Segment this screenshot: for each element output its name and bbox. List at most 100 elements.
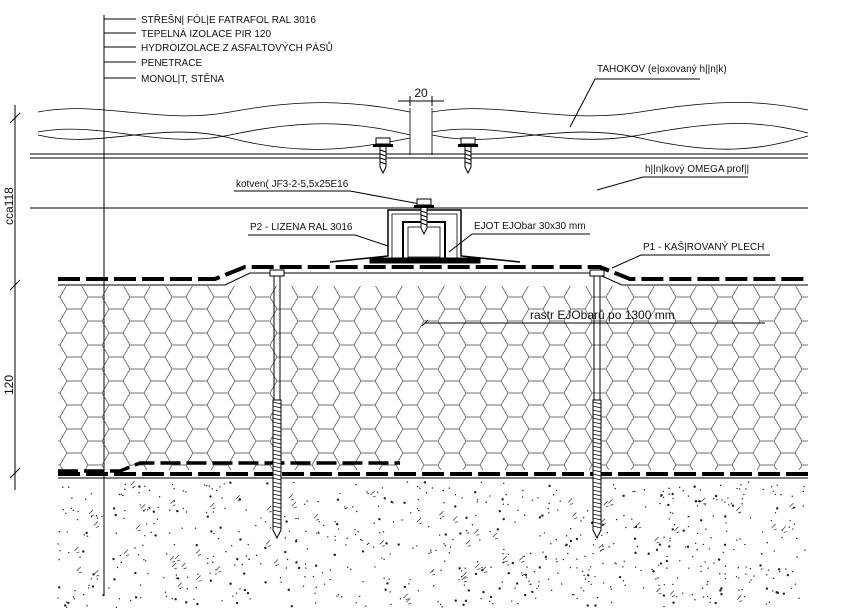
concrete-speck bbox=[165, 595, 168, 598]
concrete-speck bbox=[157, 506, 159, 509]
concrete-speck bbox=[780, 493, 782, 496]
concrete-speck bbox=[542, 551, 544, 553]
concrete-speck bbox=[777, 568, 781, 571]
concrete-speck bbox=[765, 587, 769, 590]
concrete-speck bbox=[465, 516, 468, 520]
concrete-speck bbox=[139, 584, 142, 586]
concrete-speck bbox=[743, 493, 745, 496]
concrete-speck bbox=[314, 592, 316, 594]
thread-line bbox=[592, 409, 602, 413]
concrete-speck bbox=[658, 584, 660, 587]
concrete-speck bbox=[657, 577, 659, 579]
concrete-speck bbox=[696, 549, 698, 551]
concrete-speck bbox=[403, 585, 407, 589]
concrete-speck bbox=[602, 545, 604, 547]
p1-sheet-top bbox=[58, 265, 808, 286]
concrete-speck bbox=[462, 603, 465, 606]
concrete-speck bbox=[129, 599, 132, 602]
concrete-speck bbox=[336, 498, 340, 501]
concrete-speck bbox=[476, 499, 479, 501]
concrete-speck bbox=[481, 566, 483, 569]
concrete-speck bbox=[663, 605, 665, 608]
concrete-speck bbox=[383, 558, 385, 561]
concrete-speck bbox=[185, 491, 187, 493]
concrete-speck bbox=[576, 567, 578, 569]
concrete-speck bbox=[96, 578, 98, 580]
concrete-speck bbox=[669, 540, 671, 542]
concrete-speck bbox=[709, 601, 712, 604]
concrete-speck bbox=[68, 486, 70, 488]
concrete-aggregate bbox=[140, 504, 147, 511]
concrete-speck bbox=[724, 501, 726, 503]
concrete-speck bbox=[134, 596, 138, 599]
concrete-speck bbox=[772, 590, 774, 592]
concrete-speck bbox=[297, 517, 299, 520]
concrete-speck bbox=[521, 574, 524, 577]
concrete-speck bbox=[79, 556, 81, 558]
concrete-speck bbox=[137, 554, 140, 556]
concrete-speck bbox=[83, 534, 85, 536]
concrete-speck bbox=[521, 496, 524, 498]
concrete-aggregate bbox=[736, 506, 742, 514]
concrete-speck bbox=[384, 588, 387, 591]
concrete-aggregate bbox=[461, 575, 467, 583]
concrete-speck bbox=[399, 598, 402, 600]
thread-line bbox=[272, 501, 282, 505]
concrete-speck bbox=[793, 523, 796, 525]
concrete-speck bbox=[115, 532, 117, 534]
concrete-speck bbox=[776, 507, 779, 510]
concrete-speck bbox=[389, 553, 391, 555]
concrete-speck bbox=[365, 605, 367, 607]
concrete-speck bbox=[678, 486, 681, 489]
concrete-speck bbox=[778, 570, 781, 573]
concrete-speck bbox=[67, 601, 70, 605]
concrete-speck bbox=[430, 551, 432, 553]
concrete-speck bbox=[260, 563, 262, 565]
concrete-speck bbox=[432, 584, 435, 587]
concrete-speck bbox=[571, 594, 574, 596]
concrete-speck bbox=[473, 491, 477, 494]
concrete-speck bbox=[705, 528, 707, 530]
label-ejot: EJOT EJObar 30x30 mm bbox=[474, 221, 586, 232]
concrete-speck bbox=[511, 600, 513, 602]
concrete-speck bbox=[146, 523, 148, 525]
concrete-speck bbox=[709, 597, 712, 600]
concrete-speck bbox=[652, 570, 655, 573]
tahokov-mesh bbox=[30, 101, 809, 209]
screw-icon bbox=[372, 137, 394, 174]
concrete-speck bbox=[696, 532, 699, 535]
concrete-speck bbox=[297, 566, 301, 570]
concrete-speck bbox=[219, 526, 222, 529]
concrete-speck bbox=[775, 591, 778, 594]
concrete-speck bbox=[531, 590, 534, 594]
concrete-speck bbox=[669, 537, 671, 539]
concrete-aggregate bbox=[519, 556, 525, 563]
concrete-speck bbox=[195, 543, 198, 547]
concrete-speck bbox=[62, 486, 64, 488]
thread-line bbox=[592, 449, 602, 453]
concrete-speck bbox=[357, 530, 359, 533]
thread-line bbox=[592, 525, 602, 529]
concrete-aggregate bbox=[235, 494, 241, 502]
concrete-speck bbox=[743, 595, 746, 598]
concrete-speck bbox=[70, 507, 73, 509]
concrete-speck bbox=[461, 497, 463, 499]
concrete-speck bbox=[416, 485, 419, 488]
concrete-speck bbox=[206, 562, 209, 564]
concrete-speck bbox=[749, 568, 752, 570]
concrete-aggregate bbox=[669, 590, 676, 597]
concrete-speck bbox=[714, 601, 717, 605]
concrete-speck bbox=[196, 602, 199, 606]
concrete-speck bbox=[316, 532, 318, 534]
anchor-threads bbox=[272, 401, 602, 529]
concrete-speck bbox=[229, 481, 232, 484]
concrete-speck bbox=[687, 495, 690, 497]
concrete-speck bbox=[337, 593, 340, 596]
concrete-speck bbox=[489, 495, 491, 497]
concrete-speck bbox=[492, 603, 494, 605]
concrete-speck bbox=[608, 546, 610, 548]
concrete-speck bbox=[592, 544, 595, 546]
concrete-speck bbox=[643, 489, 646, 491]
concrete-speck bbox=[71, 497, 73, 499]
